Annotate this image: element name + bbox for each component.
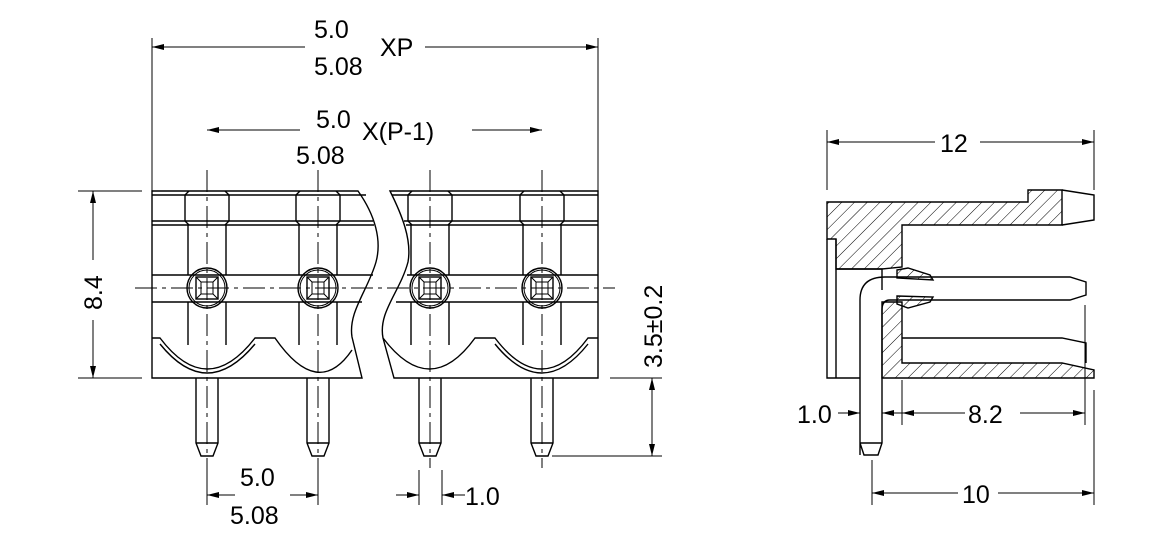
front-view	[135, 170, 615, 468]
terminal	[295, 170, 341, 468]
pin	[306, 378, 330, 457]
pin-width-label: 1.0	[465, 483, 500, 511]
right-angle-pin	[859, 276, 1087, 456]
xp-imperial: 5.08	[314, 53, 363, 81]
front-dimensions: 5.0 5.08 XP 5.0 5.08 X(P-1) 8.4 3.5±0.2 …	[78, 16, 668, 530]
body-right	[381, 190, 599, 379]
height-label: 8.4	[80, 275, 108, 310]
xp-metric: 5.0	[314, 16, 349, 44]
pin-thickness-label: 1.0	[797, 401, 832, 429]
body-left	[151, 190, 379, 379]
body-lines	[152, 194, 598, 303]
pitch-metric: 5.0	[240, 464, 275, 492]
span-suffix: X(P-1)	[362, 118, 434, 146]
span-imperial: 5.08	[296, 142, 345, 170]
terminal	[407, 170, 453, 468]
cells	[184, 170, 565, 468]
pin	[418, 378, 442, 457]
depth-label: 12	[940, 130, 968, 158]
housing-outline	[826, 239, 883, 379]
pin	[530, 378, 554, 457]
terminal	[519, 170, 565, 468]
housing-section-lower	[881, 301, 1095, 379]
side-view	[826, 189, 1095, 456]
upper-arm-tip	[1061, 189, 1095, 226]
pin-length-label: 3.5±0.2	[640, 285, 668, 368]
pitch-imperial: 5.08	[230, 502, 279, 530]
base-length-label: 10	[962, 481, 990, 509]
terminal	[184, 170, 230, 468]
side-dimensions: 12 1.0 8.2 10	[797, 130, 1095, 509]
pin	[195, 378, 219, 457]
housing-section-upper	[826, 189, 1063, 270]
xp-suffix: XP	[380, 34, 413, 62]
scallops	[152, 337, 598, 374]
pins	[195, 378, 554, 457]
lower-channel	[902, 337, 1087, 363]
pin-offset-label: 8.2	[968, 401, 1003, 429]
span-metric: 5.0	[316, 106, 351, 134]
